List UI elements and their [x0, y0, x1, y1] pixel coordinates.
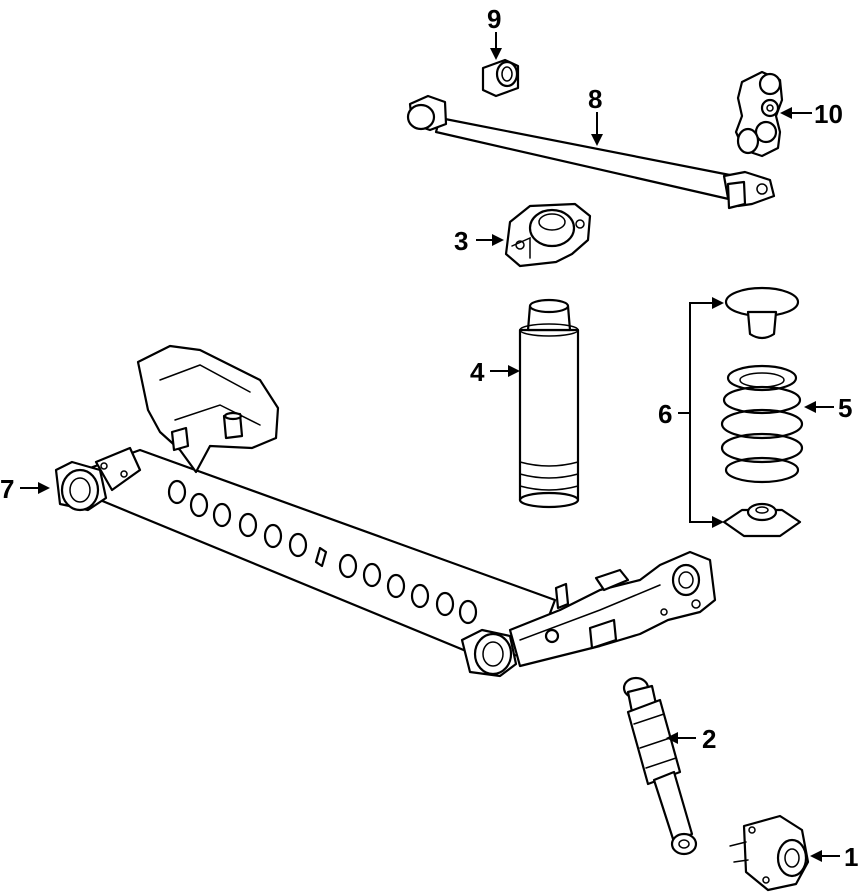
part-7-rear-axle[interactable] [54, 344, 717, 678]
callout-6: 6 [658, 399, 672, 429]
part-3-upper-mount[interactable] [504, 202, 592, 268]
callout-5: 5 [838, 393, 852, 423]
part-6-spring-insulators[interactable] [722, 286, 802, 538]
part-8-track-bar[interactable] [406, 94, 776, 210]
callout-leaders [20, 32, 840, 862]
callout-1: 1 [844, 842, 858, 872]
part-4-dust-boot[interactable] [518, 298, 580, 509]
callout-4: 4 [470, 357, 485, 387]
part-5-coil-spring[interactable] [720, 364, 804, 484]
part-2-shock-absorber[interactable] [622, 676, 698, 856]
part-9-bushing[interactable] [481, 58, 520, 98]
callout-7: 7 [0, 474, 14, 504]
callout-10: 10 [814, 99, 843, 129]
callout-2: 2 [702, 724, 716, 754]
callout-3: 3 [454, 226, 468, 256]
callout-9: 9 [487, 4, 501, 34]
part-1-hub-bearing[interactable] [729, 814, 810, 892]
callout-8: 8 [588, 84, 602, 114]
part-10-bracket[interactable] [734, 70, 784, 158]
